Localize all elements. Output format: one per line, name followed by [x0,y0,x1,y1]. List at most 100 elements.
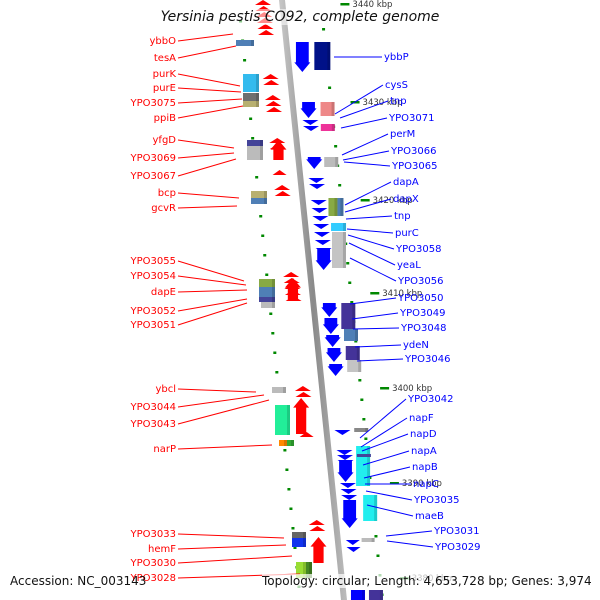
leader-line [361,433,409,452]
gene-block-shade [256,93,259,101]
gene-label-napa: napA [411,446,437,457]
gene-block [361,538,375,542]
kbp-tick-label: 3440 kbp [352,0,392,10]
gene-label-ypo3054: YPO3054 [130,271,176,282]
leader-line [346,228,394,234]
forward-gene-arrow [306,157,323,169]
reverse-gene-chevron [263,80,280,85]
forward-gene-chevron [313,232,330,237]
gene-label-tnp: tnp [394,211,411,222]
minor-tick-right [338,184,342,187]
reverse-gene-chevron [272,170,287,175]
leader-line [344,181,392,206]
minor-tick-left [275,371,279,374]
minor-tick-right [376,554,380,557]
gene-label-hemf: hemF [148,544,176,555]
leader-line [177,444,273,450]
gene-label-napf: napF [409,413,434,424]
gene-label-ybcl: ybcl [155,384,176,395]
minor-tick-right [354,340,358,343]
gene-label-cyss: cysS [385,80,408,91]
minor-tick-left [249,117,253,120]
reverse-gene-chevron [274,185,291,190]
gene-label-ypo3071: YPO3071 [388,113,434,124]
gene-block [279,440,287,446]
reverse-gene-chevron [257,24,274,29]
gene-label-napc: napC [413,479,439,490]
reverse-gene-arrow [284,278,301,300]
gene-label-ypo3035: YPO3035 [413,495,459,506]
gene-block-shade [374,495,378,521]
leader-line [363,466,411,479]
gene-block [324,157,339,167]
leader-line [342,150,390,161]
gene-block-shade [287,405,290,435]
gene-block [314,42,331,70]
gene-label-ypo3052: YPO3052 [130,306,176,317]
leader-line [177,45,237,59]
leader-line [177,158,237,177]
reverse-gene-chevron [269,138,286,143]
gene-label-ypo3075: YPO3075 [130,98,176,109]
leader-line [366,504,414,517]
forward-gene-chevron [345,540,360,545]
gene-block-shade [272,279,275,287]
minor-tick-left [273,351,277,354]
minor-tick-right [346,262,350,265]
gene-block [320,124,335,131]
gene-block-shade [283,387,286,393]
gene-block-shade [264,198,267,204]
gene-block-shade [343,223,347,231]
gene-block-shade [260,140,263,146]
label-leaders [177,33,434,579]
minor-tick-right [322,28,326,31]
gene-block [347,360,362,372]
reverse-gene-chevron [274,191,291,196]
leader-line [360,417,408,448]
minor-tick-left [271,332,275,335]
gene-label-ypo3067: YPO3067 [130,171,176,182]
gene-block [345,346,360,360]
reverse-gene-chevron [299,432,314,437]
gene-label-narp: narP [153,444,176,455]
leader-line [349,257,397,282]
minor-tick-left [263,254,267,257]
gene-label-ypo3058: YPO3058 [395,244,441,255]
gene-label-ypo3055: YPO3055 [130,256,176,267]
leader-line [354,344,402,348]
forward-gene-arrow [315,248,332,270]
minor-tick-left [285,468,289,471]
reverse-gene-chevron [264,95,281,100]
gene-block [337,198,344,216]
kbp-tick-mark [370,292,380,295]
minor-tick-right [358,379,362,382]
gene-block [259,297,275,302]
map-title: Yersinia pestis CO92, complete genome [0,9,600,25]
gene-block-shade [264,191,267,198]
forward-gene-chevron [303,126,320,131]
gene-block [328,198,338,216]
gene-block-shade [309,562,312,578]
gene-block-shade [256,101,259,107]
leader-line [352,327,400,330]
leader-line [343,161,391,167]
gene-block-shade [303,562,306,578]
gene-label-dapx: dapX [393,194,419,205]
backbone [279,0,347,600]
leader-line [177,533,285,539]
minor-tick-left [269,312,273,315]
gene-label-pure: purE [153,83,176,94]
gene-block-shade [335,157,339,167]
minor-tick-left [283,449,287,452]
genome-summary-text: Topology: circular; Length: 4,653,728 bp… [262,574,592,588]
gene-block [236,40,254,46]
gene-labels: ybbOtesApurKpurEYPO3075ppiByfgDYPO3069YP… [130,36,481,584]
gene-block-band [356,454,371,457]
gene-block-shade [371,538,375,542]
gene-label-ypo3050: YPO3050 [397,293,443,304]
reverse-gene-chevron [295,392,312,397]
gene-label-tesa: tesA [154,53,176,64]
gene-label-maeb: maeB [415,511,444,522]
gene-label-ypo3049: YPO3049 [399,308,445,319]
